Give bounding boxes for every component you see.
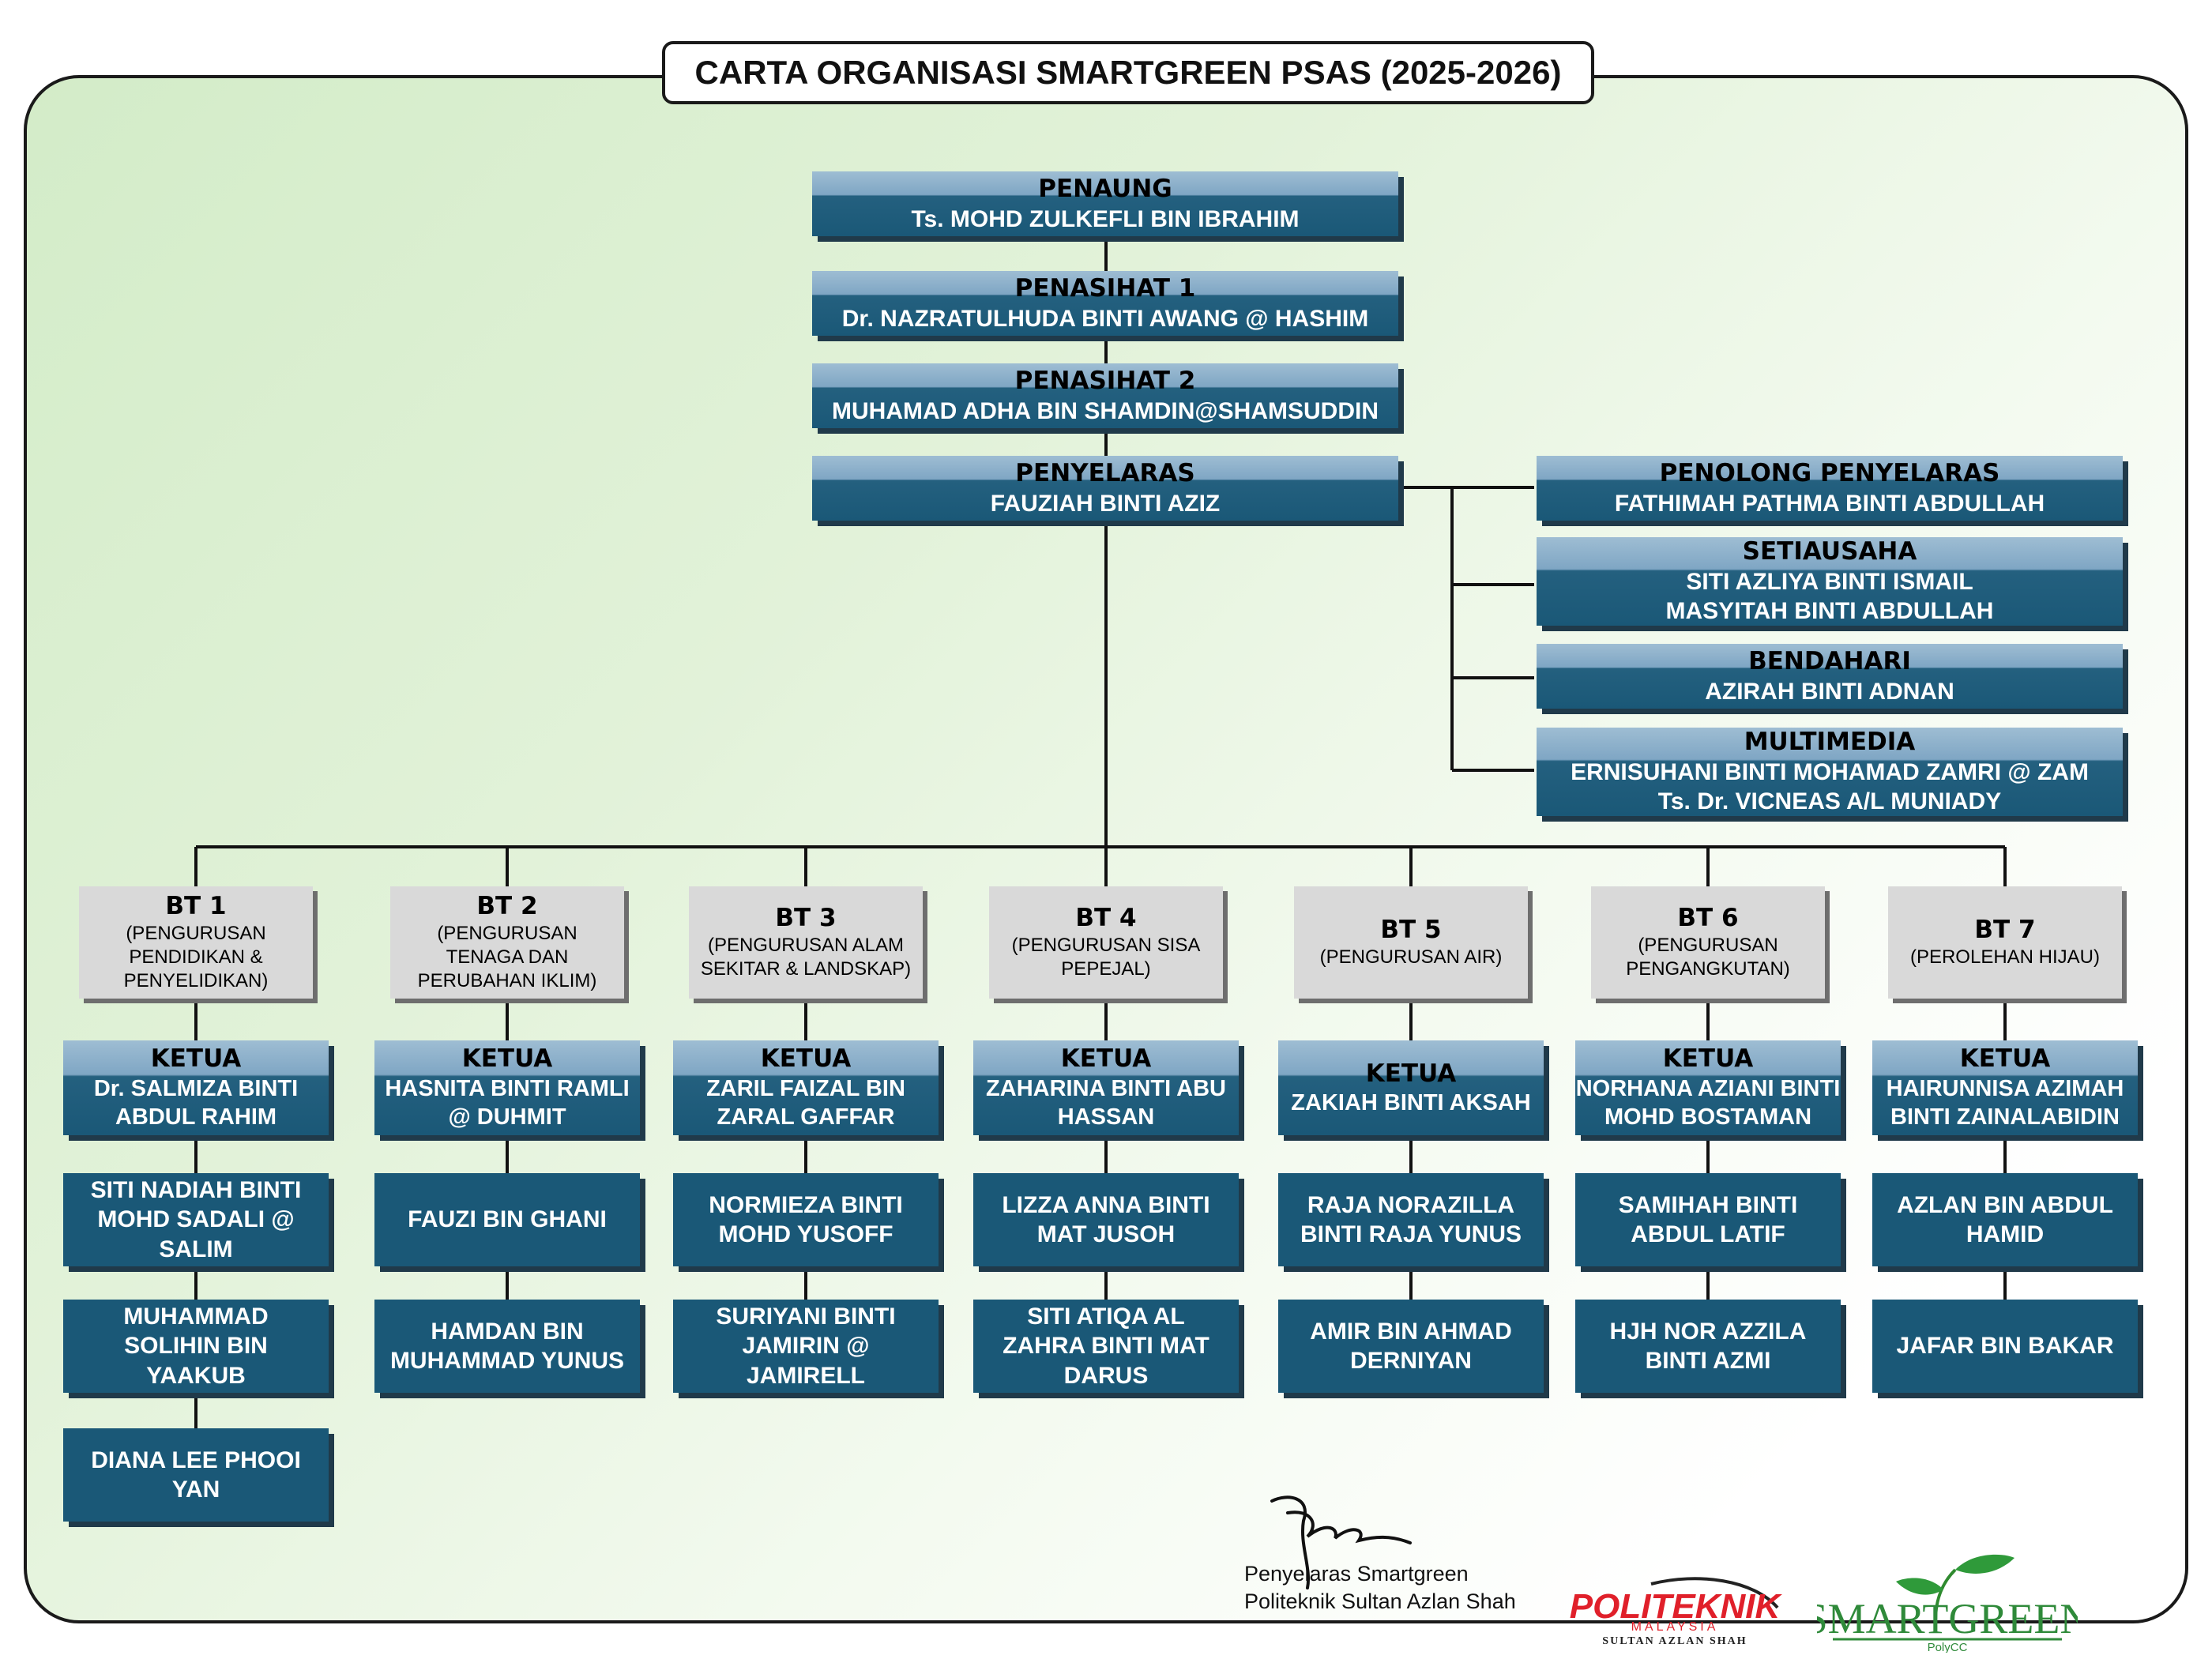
team-member-box: SITI ATIQA AL ZAHRA BINTI MAT DARUS [973,1300,1239,1393]
ketua-name: NORHANA AZIANI BINTI MOHD BOSTAMAN [1575,1076,1841,1130]
politeknik-logo-text: POLITEKNIK [1570,1587,1783,1626]
ketua-name: ZAHARINA BINTI ABU HASSAN [986,1076,1226,1130]
ketua-role: KETUA [760,1044,852,1074]
penyelaras-name: FAUZIAH BINTI AZIZ [990,490,1221,517]
team-header: BT 4(PENGURUSAN SISA PEPEJAL) [989,886,1223,999]
side-name: AZIRAH BINTI ADNAN [1705,678,1954,705]
ketua-name: HAIRUNNISA AZIMAH BINTI ZAINALABIDIN [1886,1076,2124,1130]
team-description: (PENGURUSAN TENAGA DAN PERUBAHAN IKLIM) [417,922,597,991]
penasihat2-name: MUHAMAD ADHA BIN SHAMDIN@SHAMSUDDIN [832,397,1379,424]
team-member-box: SITI NADIAH BINTI MOHD SADALI @ SALIM [63,1173,329,1266]
team-description: (PENGURUSAN AIR) [1319,946,1503,968]
team-member-box: HAMDAN BIN MUHAMMAD YUNUS [374,1300,640,1393]
team-label: BT 2 [476,892,538,921]
penyelaras-box: PENYELARAS FAUZIAH BINTI AZIZ [812,456,1398,521]
setiausaha-box: SETIAUSAHA SITI AZLIYA BINTI ISMAIL MASY… [1537,537,2123,626]
team-label: BT 3 [775,904,837,933]
team-description: (PENGURUSAN PENGANGKUTAN) [1626,934,1790,980]
team-member-box: DIANA LEE PHOOI YAN [63,1428,329,1522]
signature-scribble [1270,1495,1412,1589]
penaung-box: PENAUNG Ts. MOHD ZULKEFLI BIN IBRAHIM [812,171,1398,236]
team-label: BT 7 [1974,916,2036,945]
team-description: (PENGURUSAN ALAM SEKITAR & LANDSKAP) [700,934,912,980]
side-role: BENDAHARI [1748,646,1911,675]
team-label: BT 4 [1075,904,1137,933]
team-header: BT 7(PEROLEHAN HIJAU) [1888,886,2122,999]
penasihat2-role: PENASIHAT 2 [1014,366,1196,395]
bendahari-box: BENDAHARI AZIRAH BINTI ADNAN [1537,644,2123,709]
team-header: BT 6(PENGURUSAN PENGANGKUTAN) [1591,886,1825,999]
signature-block: Penyelaras Smartgreen Politeknik Sultan … [1244,1560,1516,1616]
chart-title: CARTA ORGANISASI SMARTGREEN PSAS (2025-2… [662,41,1594,104]
ketua-role: KETUA [1959,1044,2051,1074]
penaung-role: PENAUNG [1038,174,1172,203]
penolong-penyelaras-box: PENOLONG PENYELARAS FATHIMAH PATHMA BINT… [1537,456,2123,521]
team-label: BT 5 [1380,916,1442,945]
multimedia-box: MULTIMEDIA ERNISUHANI BINTI MOHAMAD ZAMR… [1537,728,2123,816]
ketua-name: ZARIL FAIZAL BIN ZARAL GAFFAR [706,1076,905,1130]
team-member-box: SAMIHAH BINTI ABDUL LATIF [1575,1173,1841,1266]
team-member-box: HJH NOR AZZILA BINTI AZMI [1575,1300,1841,1393]
team-header: BT 2(PENGURUSAN TENAGA DAN PERUBAHAN IKL… [390,886,624,999]
ketua-name: HASNITA BINTI RAMLI @ DUHMIT [385,1076,630,1130]
ketua-role: KETUA [1365,1059,1457,1088]
signature-line1: Penyelaras Smartgreen [1244,1562,1469,1586]
team-label: BT 1 [165,892,227,921]
ketua-role: KETUA [150,1044,242,1074]
side-role: MULTIMEDIA [1744,728,1916,757]
penasihat1-role: PENASIHAT 1 [1014,273,1196,303]
penasihat1-box: PENASIHAT 1 Dr. NAZRATULHUDA BINTI AWANG… [812,271,1398,336]
team-member-box: MUHAMMAD SOLIHIN BIN YAAKUB [63,1300,329,1393]
team-description: (PEROLEHAN HIJAU) [1909,946,2101,968]
side-role: PENOLONG PENYELARAS [1659,458,2000,487]
team-header: BT 3(PENGURUSAN ALAM SEKITAR & LANDSKAP) [689,886,923,999]
team-description: (PENGURUSAN SISA PEPEJAL) [1011,934,1201,980]
penaung-name: Ts. MOHD ZULKEFLI BIN IBRAHIM [911,205,1300,232]
ketua-name: ZAKIAH BINTI AKSAH [1291,1090,1531,1116]
politeknik-logo: POLITEKNIK MALAYSIA SULTAN AZLAN SHAH [1570,1577,1783,1647]
ketua-role: KETUA [461,1044,553,1074]
side-name: SITI AZLIYA BINTI ISMAIL [1686,568,1973,595]
team-member-box: AZLAN BIN ABDUL HAMID [1872,1173,2138,1266]
ketua-role: KETUA [1060,1044,1152,1074]
politeknik-logo-campus: SULTAN AZLAN SHAH [1602,1635,1747,1647]
team-description: (PENGURUSAN PENDIDIKAN & PENYELIDIKAN) [123,922,269,991]
side-name: ERNISUHANI BINTI MOHAMAD ZAMRI @ ZAM [1571,758,2089,785]
ketua-name: Dr. SALMIZA BINTI ABDUL RAHIM [93,1076,299,1130]
smartgreen-logo-sub: PolyCC [1928,1641,1968,1653]
team-member-box: SURIYANI BINTI JAMIRIN @ JAMIRELL [673,1300,939,1393]
penasihat1-name: Dr. NAZRATULHUDA BINTI AWANG @ HASHIM [841,305,1369,332]
team-member-box: JAFAR BIN BAKAR [1872,1300,2138,1393]
team-header: BT 5(PENGURUSAN AIR) [1294,886,1528,999]
smartgreen-logo: SMARTGREEN PolyCC [1817,1554,2078,1653]
team-header: BT 1(PENGURUSAN PENDIDIKAN & PENYELIDIKA… [79,886,313,999]
team-member-box: AMIR BIN AHMAD DERNIYAN [1278,1300,1544,1393]
politeknik-logo-sub: MALAYSIA [1631,1620,1719,1634]
penasihat2-box: PENASIHAT 2 MUHAMAD ADHA BIN SHAMDIN@SHA… [812,363,1398,428]
side-role: SETIAUSAHA [1742,537,1917,566]
team-member-box: FAUZI BIN GHANI [374,1173,640,1266]
side-name: Ts. Dr. VICNEAS A/L MUNIADY [1657,788,2002,815]
signature-line2: Politeknik Sultan Azlan Shah [1244,1589,1516,1614]
side-name: FATHIMAH PATHMA BINTI ABDULLAH [1614,490,2045,517]
smartgreen-logo-text: SMARTGREEN [1817,1595,2078,1642]
side-name: MASYITAH BINTI ABDULLAH [1665,598,1994,625]
team-member-box: LIZZA ANNA BINTI MAT JUSOH [973,1173,1239,1266]
team-member-box: NORMIEZA BINTI MOHD YUSOFF [673,1173,939,1266]
ketua-role: KETUA [1662,1044,1754,1074]
team-member-box: RAJA NORAZILLA BINTI RAJA YUNUS [1278,1173,1544,1266]
penyelaras-role: PENYELARAS [1015,458,1195,487]
team-label: BT 6 [1677,904,1739,933]
